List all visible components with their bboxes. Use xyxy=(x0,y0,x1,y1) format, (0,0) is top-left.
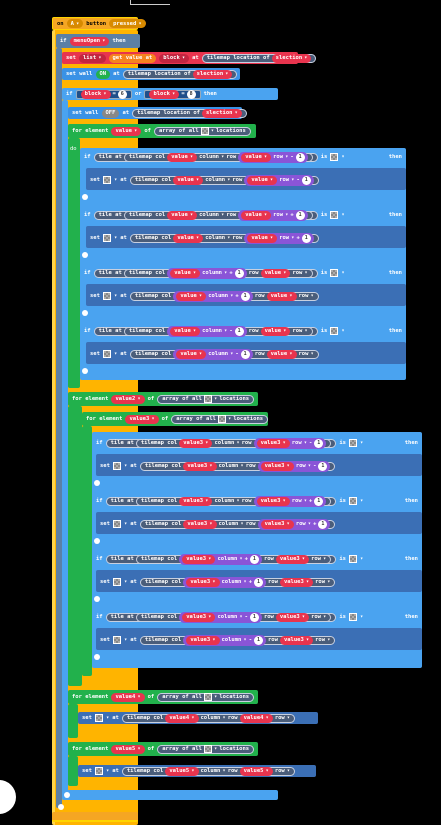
if-spine xyxy=(56,48,62,808)
add-icon[interactable] xyxy=(94,596,100,602)
set-list-block[interactable]: set list▾ get value at block▾ at tilemap… xyxy=(62,52,317,64)
if-block-foot xyxy=(62,790,278,800)
add-icon[interactable] xyxy=(82,252,88,258)
do-label: do xyxy=(70,146,77,152)
event-dropdown[interactable]: pressed▾ xyxy=(109,19,146,28)
on-label: on xyxy=(57,20,64,27)
add-icon[interactable] xyxy=(94,538,100,544)
button-dropdown[interactable]: A▾ xyxy=(66,19,84,28)
if-menuopen-row: if menuOpen▾ then xyxy=(60,36,126,46)
menuopen-var[interactable]: menuOpen▾ xyxy=(69,36,110,46)
for-loop-4-spine xyxy=(68,704,78,738)
button-label: button xyxy=(86,20,107,27)
add-icon[interactable] xyxy=(94,654,100,660)
event-foot xyxy=(52,812,138,822)
zoom-control[interactable] xyxy=(0,780,16,814)
event-hat-block[interactable]: on A▾ button pressed▾ xyxy=(52,17,146,30)
if-block-spine xyxy=(62,100,68,800)
add-icon[interactable] xyxy=(82,368,88,374)
add-icon[interactable] xyxy=(64,792,70,798)
for-loop-3-spine xyxy=(82,426,92,676)
if-block-or[interactable]: if block▾=6 or block▾=8 then xyxy=(62,88,278,100)
for-loop-1-spine xyxy=(68,138,80,388)
add-icon[interactable] xyxy=(58,804,64,810)
for-loop-5-spine xyxy=(68,756,78,786)
add-icon[interactable] xyxy=(82,310,88,316)
add-icon[interactable] xyxy=(94,480,100,486)
add-icon[interactable] xyxy=(82,194,88,200)
for-loop-2-spine xyxy=(68,406,82,686)
